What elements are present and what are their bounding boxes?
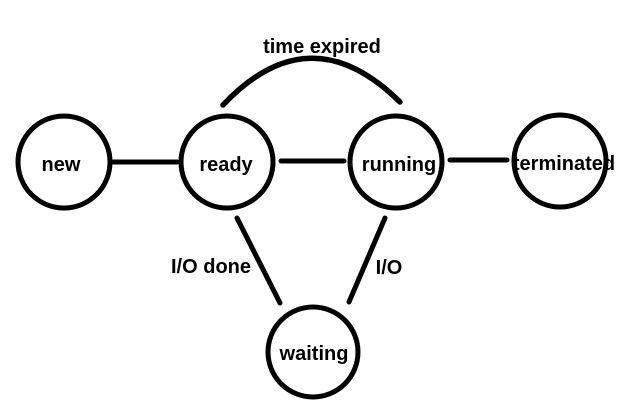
edge-label-io: I/O xyxy=(376,257,403,279)
node-waiting-label: waiting xyxy=(279,343,349,365)
node-new xyxy=(15,113,113,211)
node-running xyxy=(347,113,445,211)
node-new-label: new xyxy=(42,154,81,176)
node-terminated xyxy=(511,112,609,210)
edge-label-io-done: I/O done xyxy=(171,256,251,278)
edge-running-waiting xyxy=(346,215,388,305)
node-running-label: running xyxy=(362,154,436,176)
edge-time-expired-arc xyxy=(220,55,403,108)
edge-ready-waiting xyxy=(234,215,283,306)
node-terminated-label: terminated xyxy=(513,153,615,175)
node-ready-label: ready xyxy=(199,154,253,176)
node-waiting xyxy=(265,304,361,400)
edge-label-time-expired: time expired xyxy=(263,36,381,58)
node-ready xyxy=(178,113,276,211)
